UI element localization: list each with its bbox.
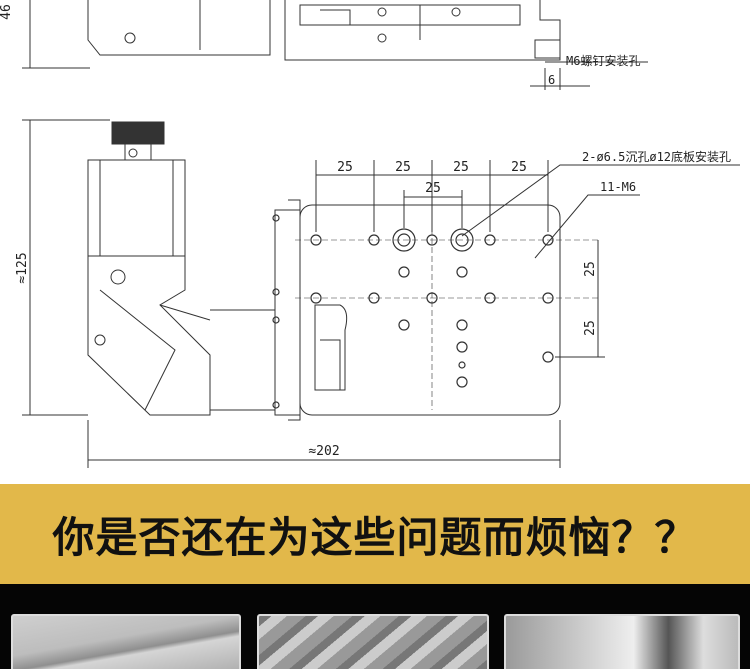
pitch-dim-2: 25	[395, 160, 411, 175]
offset-dim: 6	[548, 73, 555, 87]
machine-photo	[504, 614, 740, 669]
pitch-dim-4: 25	[511, 160, 527, 175]
plate-edge-photo	[11, 614, 241, 669]
screw-hole-label: M6螺钉安装孔	[566, 53, 640, 68]
counterbore-label: 2-ø6.5沉孔ø12底板安装孔	[582, 149, 731, 164]
banner-title: 你是否还在为这些问题而烦恼？？	[52, 512, 698, 562]
right-dim-2: 25	[583, 320, 598, 336]
problem-photos-section	[0, 584, 750, 669]
thread-label: 11-M6	[600, 180, 636, 194]
wood-chips-photo	[257, 614, 489, 669]
top-height-dim: 46	[0, 4, 14, 20]
technical-drawing: 46 M6螺钉安装孔 6 25 25 25 25 25 2-ø6.5沉孔ø12底…	[0, 0, 740, 468]
center-dim: 25	[425, 181, 441, 196]
pitch-dim-3: 25	[453, 160, 469, 175]
pitch-dim-1: 25	[337, 160, 353, 175]
right-dim-1: 25	[583, 261, 598, 277]
total-width-dim: ≈202	[308, 444, 339, 459]
question-banner: 你是否还在为这些问题而烦恼？？	[0, 484, 750, 584]
total-height-dim: ≈125	[15, 252, 30, 283]
